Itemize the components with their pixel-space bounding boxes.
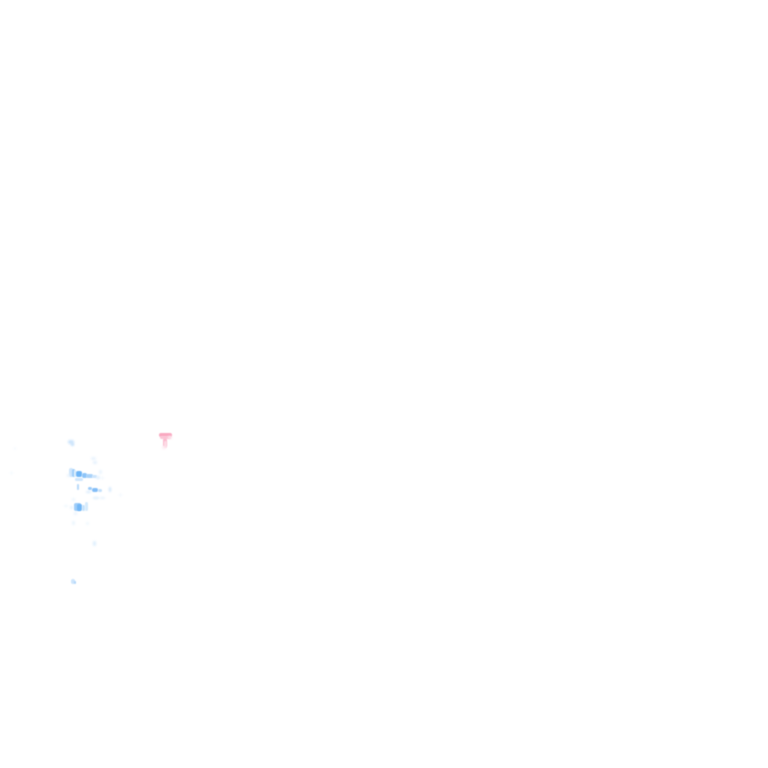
blue-mark-30	[64, 505, 68, 507]
blue-mark-28	[85, 502, 88, 511]
blue-mark-9	[86, 474, 93, 478]
pink-mark-0	[159, 433, 172, 437]
blue-mark-7	[76, 471, 82, 477]
blue-mark-38	[14, 447, 16, 450]
blue-mark-27	[82, 505, 85, 511]
blue-mark-6	[74, 470, 76, 477]
pink-mark-3	[164, 441, 167, 448]
blue-mark-0	[68, 440, 74, 444]
blue-mark-19	[98, 489, 102, 492]
blue-mark-37	[10, 472, 13, 474]
blue-mark-22	[72, 498, 75, 501]
blue-mark-8	[82, 473, 87, 478]
blue-mark-25	[74, 503, 81, 511]
blue-mark-36	[74, 581, 76, 584]
blue-mark-31	[74, 512, 77, 515]
blue-mark-3	[93, 461, 97, 464]
blue-mark-21	[109, 487, 111, 492]
blue-mark-34	[93, 541, 96, 546]
blue-mark-33	[86, 522, 89, 525]
blue-mark-1	[71, 443, 74, 446]
blue-mark-5	[72, 469, 75, 477]
blue-mark-16	[77, 484, 79, 490]
blue-mark-35	[71, 579, 75, 584]
blue-mark-11	[96, 476, 100, 479]
blue-mark-14	[67, 474, 70, 477]
blue-mark-24	[100, 497, 105, 499]
blue-mark-2	[91, 457, 96, 460]
blue-mark-26	[77, 504, 82, 511]
pink-mark-2	[163, 438, 167, 447]
pink-mark-4	[168, 436, 172, 439]
blue-mark-29	[70, 506, 73, 509]
pink-mark-1	[160, 436, 171, 439]
blue-mark-23	[93, 497, 99, 499]
blue-mark-32	[72, 521, 75, 525]
blue-mark-12	[101, 477, 104, 479]
blue-mark-10	[92, 475, 97, 478]
pink-mark-5	[162, 446, 166, 449]
blue-mark-17	[88, 487, 92, 490]
blue-mark-4	[69, 468, 73, 477]
blue-mark-39	[119, 494, 122, 496]
blue-mark-13	[75, 478, 83, 481]
blue-mark-15	[99, 470, 102, 474]
blue-mark-18	[92, 488, 98, 492]
blue-mark-20	[86, 491, 91, 493]
